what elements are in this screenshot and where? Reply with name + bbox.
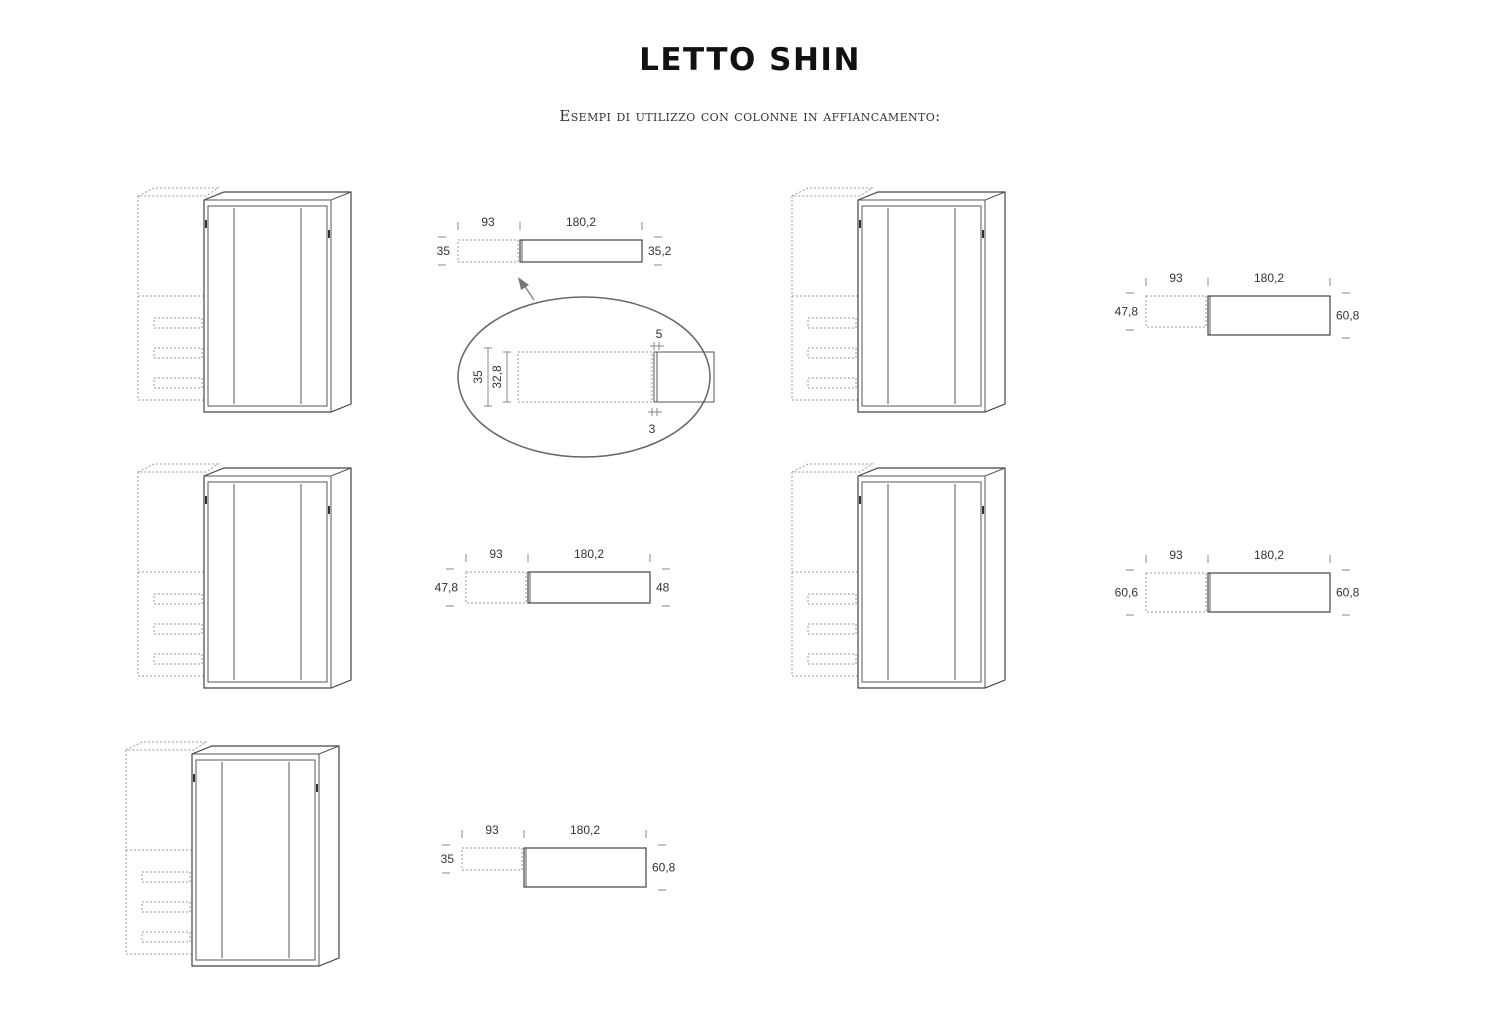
plan-bed-outline bbox=[1207, 295, 1331, 336]
dim-left: 35 bbox=[441, 852, 455, 866]
cabinet-example-2 bbox=[791, 187, 1006, 413]
dim-right: 48 bbox=[656, 581, 670, 595]
detail-ellipse bbox=[457, 296, 711, 458]
dim-left: 60,6 bbox=[1115, 586, 1139, 600]
plan-bed-outline bbox=[527, 571, 651, 604]
detail-solid-panel bbox=[653, 351, 715, 403]
page-subtitle: Esempi di utilizzo con colonne in affian… bbox=[559, 107, 941, 125]
cabinet-example-1 bbox=[137, 187, 352, 413]
plan-column-outline bbox=[457, 239, 519, 263]
plan-bed-outline bbox=[523, 847, 647, 888]
dim-top-left: 93 bbox=[481, 215, 495, 229]
dim-top-right: 180,2 bbox=[1254, 548, 1284, 562]
detail-top-gap: 5 bbox=[656, 327, 663, 341]
detail-callout: 35 32,8 5 3 bbox=[457, 277, 715, 458]
dim-top-right: 180,2 bbox=[574, 547, 604, 561]
plan-column-outline bbox=[1145, 572, 1207, 613]
plan-column-outline bbox=[461, 847, 523, 871]
dim-left: 47,8 bbox=[1115, 305, 1139, 319]
dim-left: 35 bbox=[437, 244, 451, 258]
callout-arrow-head bbox=[518, 277, 529, 290]
dim-right: 60,8 bbox=[1336, 309, 1360, 323]
plan-bed-outline bbox=[519, 239, 643, 263]
plan-bed-outline bbox=[1207, 572, 1331, 613]
dim-top-left: 93 bbox=[1169, 271, 1183, 285]
plan-column-outline bbox=[465, 571, 527, 604]
dim-top-right: 180,2 bbox=[1254, 271, 1284, 285]
dim-top-left: 93 bbox=[1169, 548, 1183, 562]
dim-top-right: 180,2 bbox=[566, 215, 596, 229]
detail-outer-height: 35 bbox=[471, 370, 485, 384]
cabinet-example-5 bbox=[125, 741, 340, 967]
dim-left: 47,8 bbox=[435, 581, 459, 595]
detail-inner-height: 32,8 bbox=[490, 365, 504, 389]
dim-top-left: 93 bbox=[489, 547, 503, 561]
dim-right: 60,8 bbox=[652, 861, 676, 875]
page-title: LETTO SHIN bbox=[639, 42, 861, 78]
cabinet-example-4 bbox=[791, 463, 1006, 689]
cabinet-example-3 bbox=[137, 463, 352, 689]
dim-top-right: 180,2 bbox=[570, 823, 600, 837]
dim-top-left: 93 bbox=[485, 823, 499, 837]
dim-right: 35,2 bbox=[648, 244, 672, 258]
detail-bottom-gap: 3 bbox=[649, 422, 656, 436]
plan-column-outline bbox=[1145, 295, 1207, 328]
dim-right: 60,8 bbox=[1336, 586, 1360, 600]
